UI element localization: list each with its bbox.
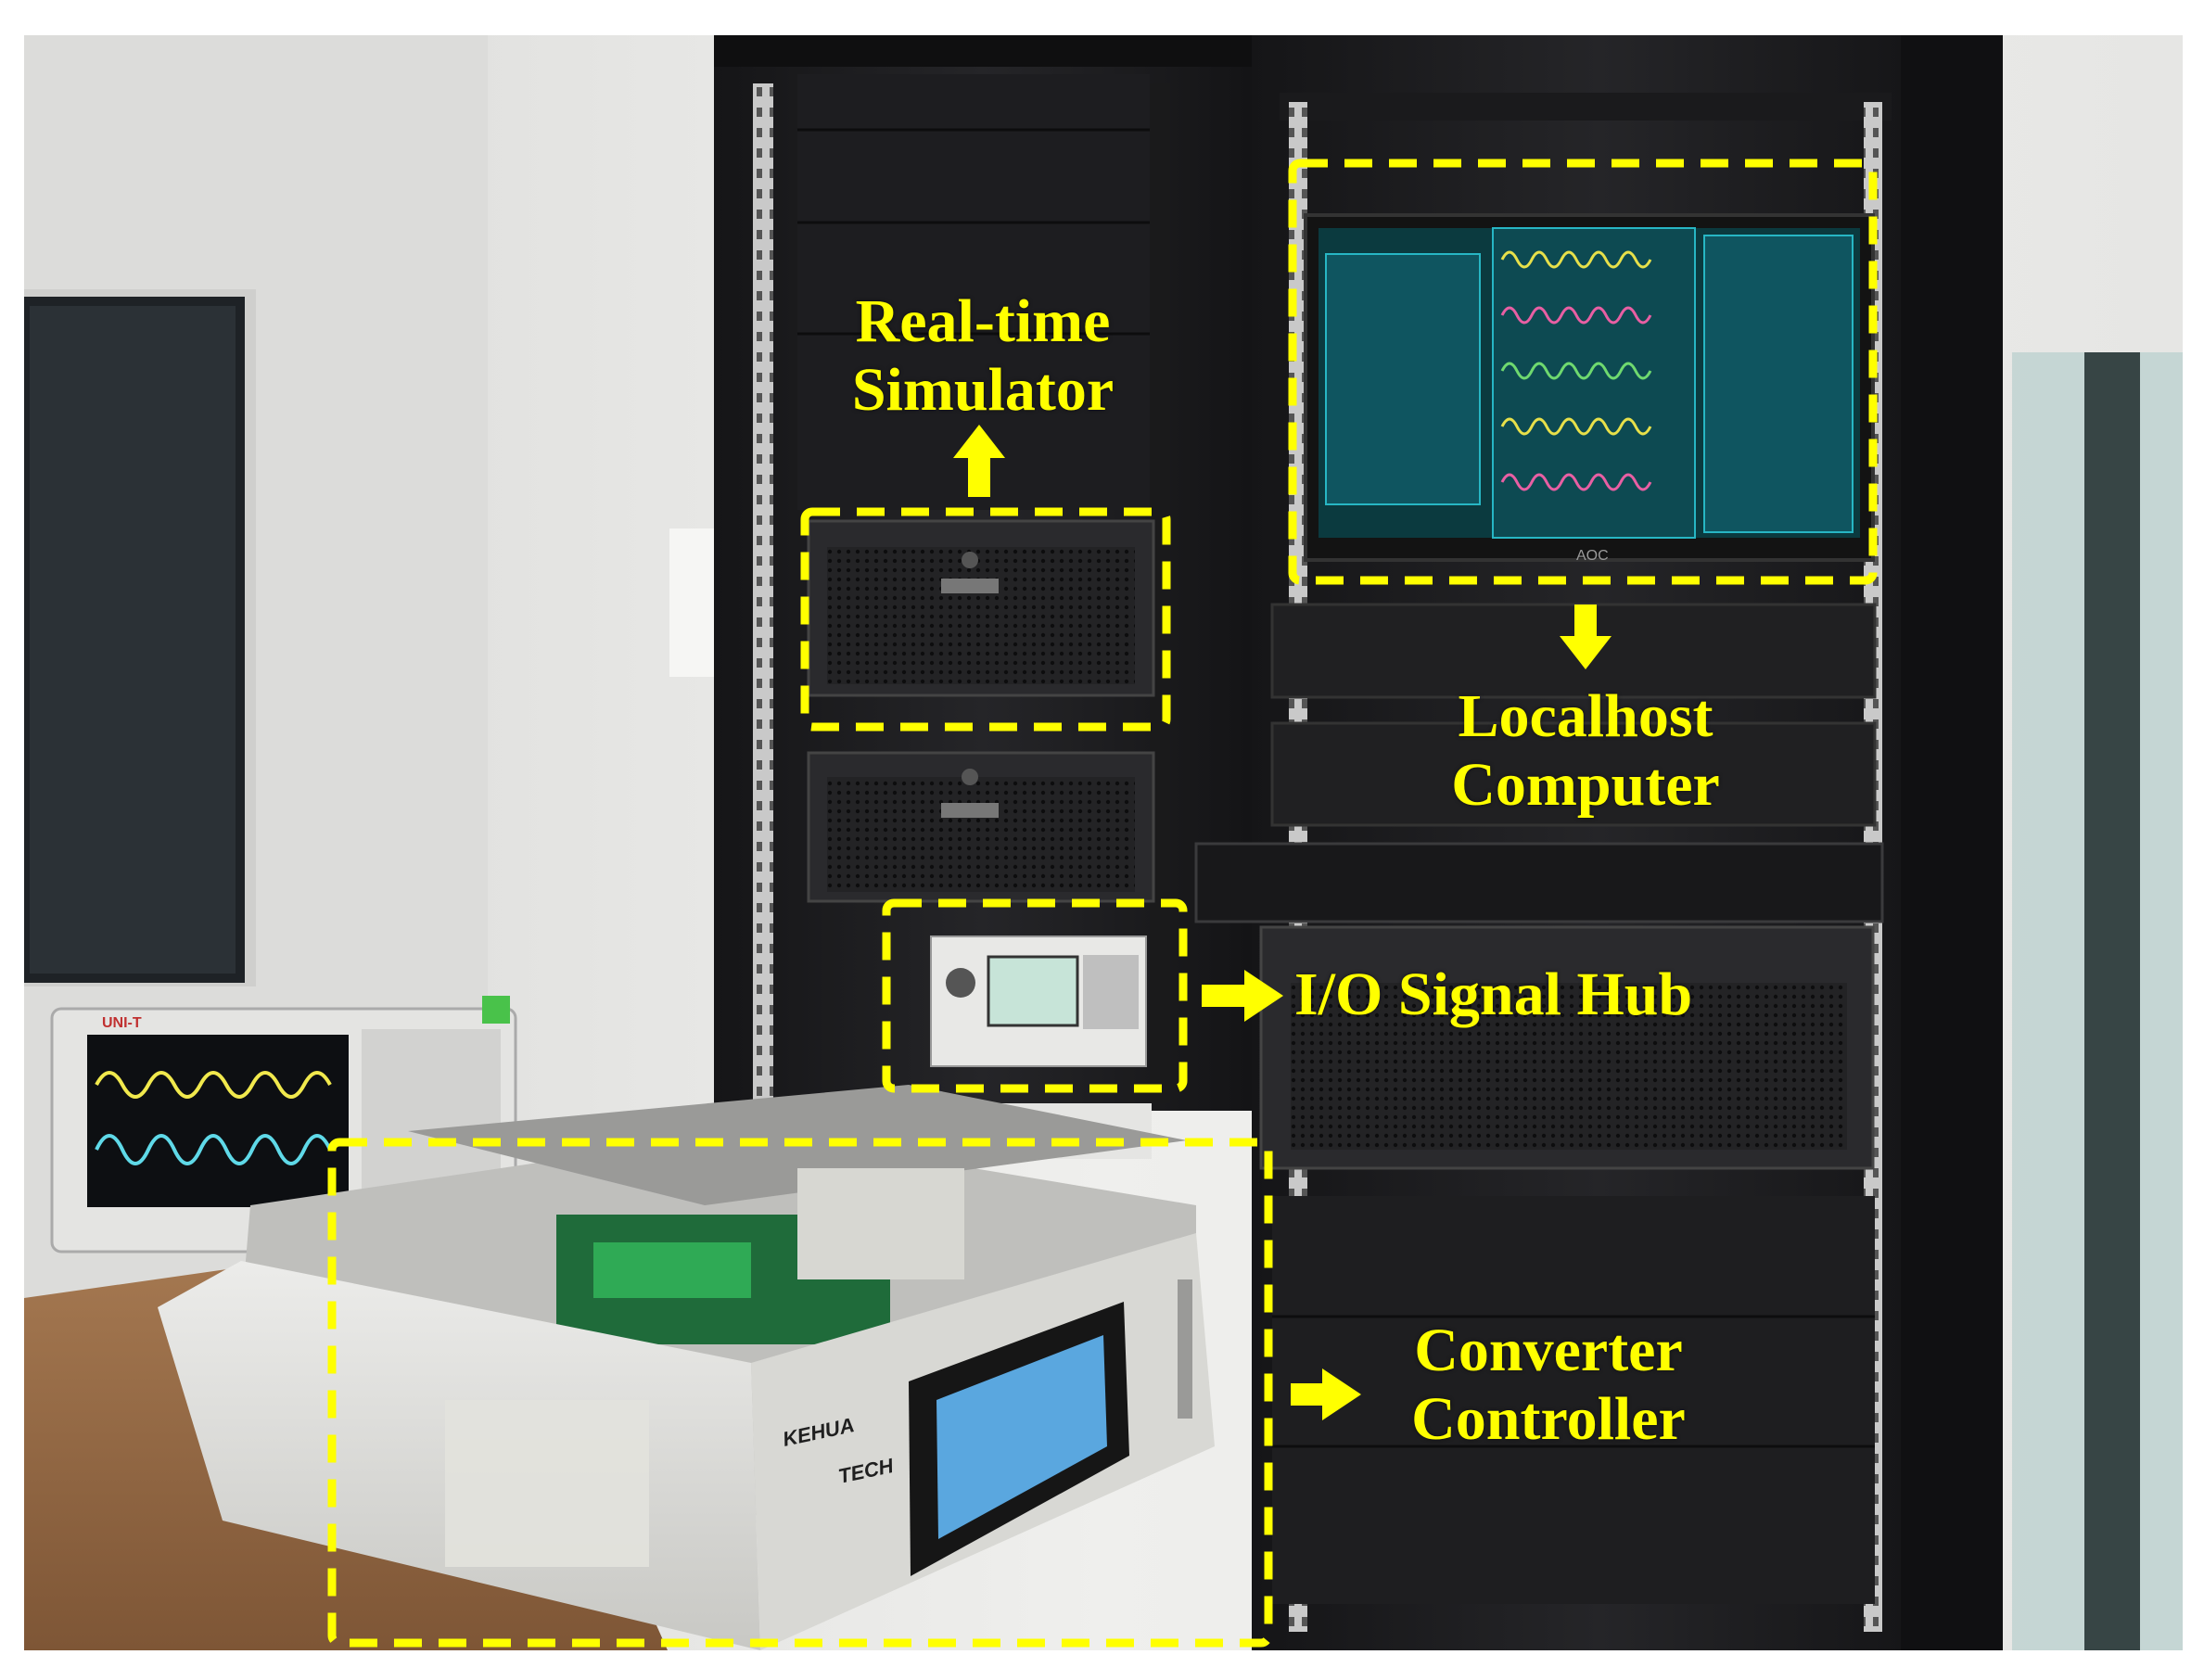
label-simulator-line1: Real-time	[855, 287, 1111, 355]
converter-dashed-box	[327, 1138, 1273, 1648]
monitor-brand: AOC	[1576, 548, 1609, 564]
converter-chassis	[158, 1085, 1215, 1650]
io-hub-arrow	[1202, 970, 1283, 1022]
label-converter-line2: Controller	[1411, 1385, 1686, 1453]
keyboard-drawer	[1194, 842, 1884, 923]
wall-display	[24, 289, 256, 986]
localhost-dashed-box	[1288, 159, 1878, 585]
simulator-dashed-box	[800, 507, 1171, 732]
label-localhost-line2: Computer	[1451, 751, 1720, 819]
right-rack-cabinet	[1194, 35, 2003, 1650]
label-io-hub-line1: I/O Signal Hub	[1294, 961, 1693, 1028]
label-io-signal-hub: I/O Signal Hub	[1294, 961, 1777, 1029]
label-localhost-line1: Localhost	[1458, 682, 1714, 750]
label-simulator-line2: Simulator	[851, 356, 1115, 424]
oscilloscope-brand: UNI-T	[102, 1015, 142, 1031]
label-localhost-computer: Localhost Computer	[1409, 682, 1762, 820]
localhost-arrow	[1560, 605, 1612, 669]
label-converter-controller: Converter Controller	[1363, 1317, 1734, 1454]
converter-arrow	[1291, 1368, 1361, 1420]
label-real-time-simulator: Real-time Simulator	[816, 287, 1150, 425]
left-rack-cabinet	[714, 35, 1252, 1159]
io-hub-dashed-box	[882, 898, 1188, 1093]
label-converter-line1: Converter	[1414, 1317, 1683, 1384]
simulator-arrow	[953, 425, 1005, 497]
